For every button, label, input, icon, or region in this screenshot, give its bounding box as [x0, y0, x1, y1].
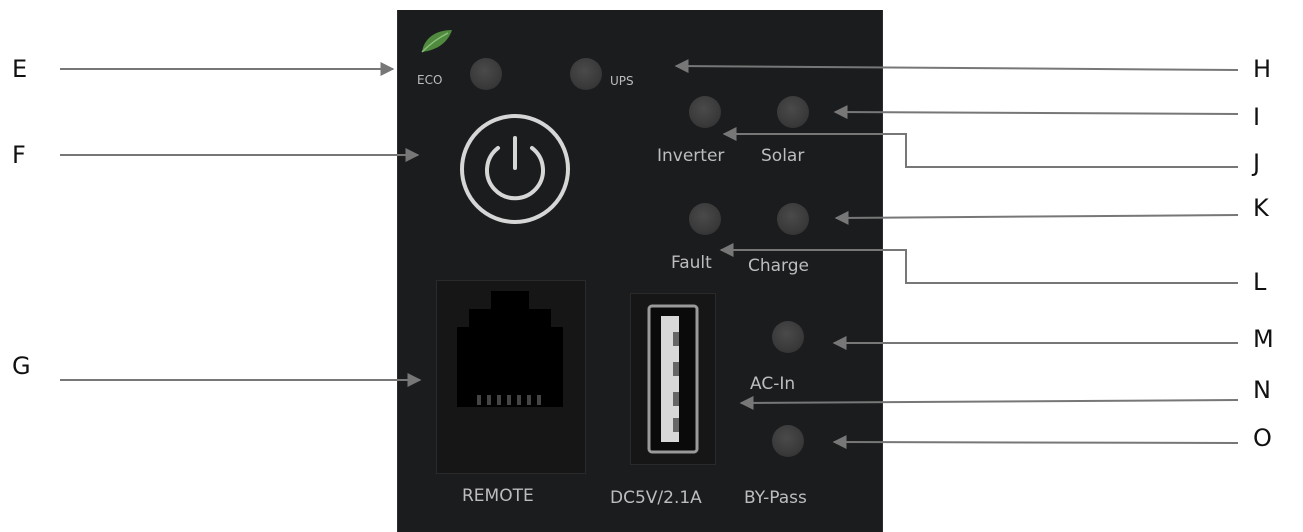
bypass-label: BY-Pass — [744, 488, 807, 508]
charge-led — [777, 203, 809, 235]
leaf-icon — [421, 30, 452, 53]
ac-in-led — [772, 321, 804, 353]
callout-label-l: L — [1253, 268, 1267, 296]
callout-line-h — [674, 59, 1239, 74]
callout-label-e: E — [12, 55, 28, 83]
fault-led — [689, 203, 721, 235]
inverter-label: Inverter — [657, 146, 725, 166]
callout-label-g: G — [12, 352, 31, 380]
callout-label-j: J — [1253, 149, 1261, 177]
callout-line-k — [834, 210, 1239, 225]
usb-label: DC5V/2.1A — [610, 488, 702, 508]
callout-line-l — [719, 243, 1238, 284]
remote-port[interactable] — [436, 280, 586, 474]
rj45-socket-icon — [457, 291, 563, 407]
callout-line-i — [833, 105, 1239, 120]
power-button[interactable] — [456, 110, 574, 228]
callout-label-f: F — [12, 141, 26, 169]
fault-label: Fault — [671, 253, 712, 273]
callout-line-o — [832, 435, 1239, 450]
callout-label-h: H — [1253, 55, 1272, 83]
bypass-led — [772, 425, 804, 457]
eco-label: ECO — [417, 73, 443, 87]
remote-label: REMOTE — [462, 486, 534, 506]
callout-label-m: M — [1253, 325, 1274, 353]
device-front-panel: ECO UPS Inverter Solar Fault Charge — [397, 10, 883, 532]
usb-socket-icon — [647, 304, 699, 454]
solar-led — [777, 96, 809, 128]
callout-line-n — [739, 395, 1239, 410]
callout-label-k: K — [1253, 194, 1269, 222]
ups-led — [570, 58, 602, 90]
inverter-led — [689, 96, 721, 128]
usb-port[interactable] — [630, 293, 716, 465]
callout-label-n: N — [1253, 376, 1271, 404]
solar-label: Solar — [761, 146, 805, 166]
ups-label: UPS — [610, 74, 634, 88]
ac-in-label: AC-In — [750, 374, 796, 394]
charge-label: Charge — [748, 256, 810, 276]
callout-label-o: O — [1253, 424, 1272, 452]
callout-label-i: I — [1253, 103, 1261, 131]
callout-line-j — [722, 127, 1238, 168]
eco-led — [470, 58, 502, 90]
